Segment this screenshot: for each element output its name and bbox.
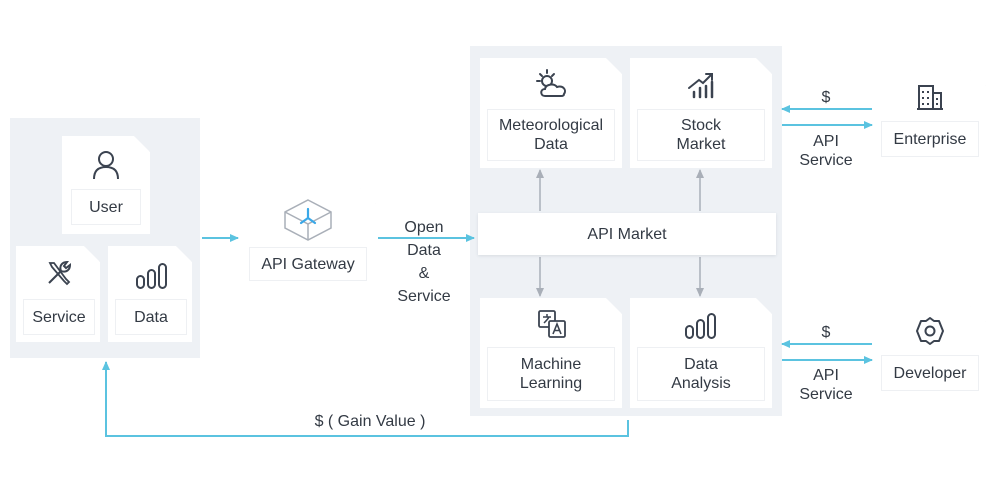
tools-icon [48,260,72,286]
open-data-service-label: Open Data & Service [397,219,451,305]
gear-icon [916,317,944,345]
stock-market-label-box [638,110,764,160]
enterprise-label-box [882,122,978,156]
api-market-label: API Market [587,226,667,243]
stock-trend-icon [688,73,714,99]
data-analysis-label-box [638,348,764,400]
building-icon [917,85,943,110]
service-label-box [24,300,94,334]
meteorological-label: Meteorological Data [498,117,604,153]
api-service-label-bottom: API Service [799,367,853,403]
arrow-gain-value-loop [102,361,629,437]
dollar-label-top: $ [821,89,831,106]
bar-chart-icon [685,313,716,339]
meteorological-label-box [488,110,614,160]
data-label-box [116,300,186,334]
api-service-label-top: API Service [799,133,853,169]
data-analysis-label: Data Analysis [671,356,731,392]
user-label: User [89,199,123,216]
bar-chart-icon [136,263,167,289]
data-label: Data [134,309,168,326]
enterprise-label: Enterprise [893,131,967,148]
stock-market-label: Stock Market [676,117,726,153]
machine-learning-label: Machine Learning [519,356,583,392]
api-market-bar [478,213,776,255]
dollar-label-bottom: $ [821,324,831,341]
api-gateway-label: API Gateway [261,256,355,273]
user-icon [93,151,119,180]
developer-label-box [882,356,978,390]
api-gateway-label-box [250,248,366,280]
developer-label: Developer [893,365,967,382]
user-label-box [72,190,140,224]
gateway-cube-icon [284,199,332,241]
gain-value-label: $ ( Gain Value ) [314,413,426,430]
weather-icon [536,69,567,97]
machine-learning-label-box [488,348,614,400]
service-label: Service [32,309,86,326]
translate-icon [538,310,566,338]
